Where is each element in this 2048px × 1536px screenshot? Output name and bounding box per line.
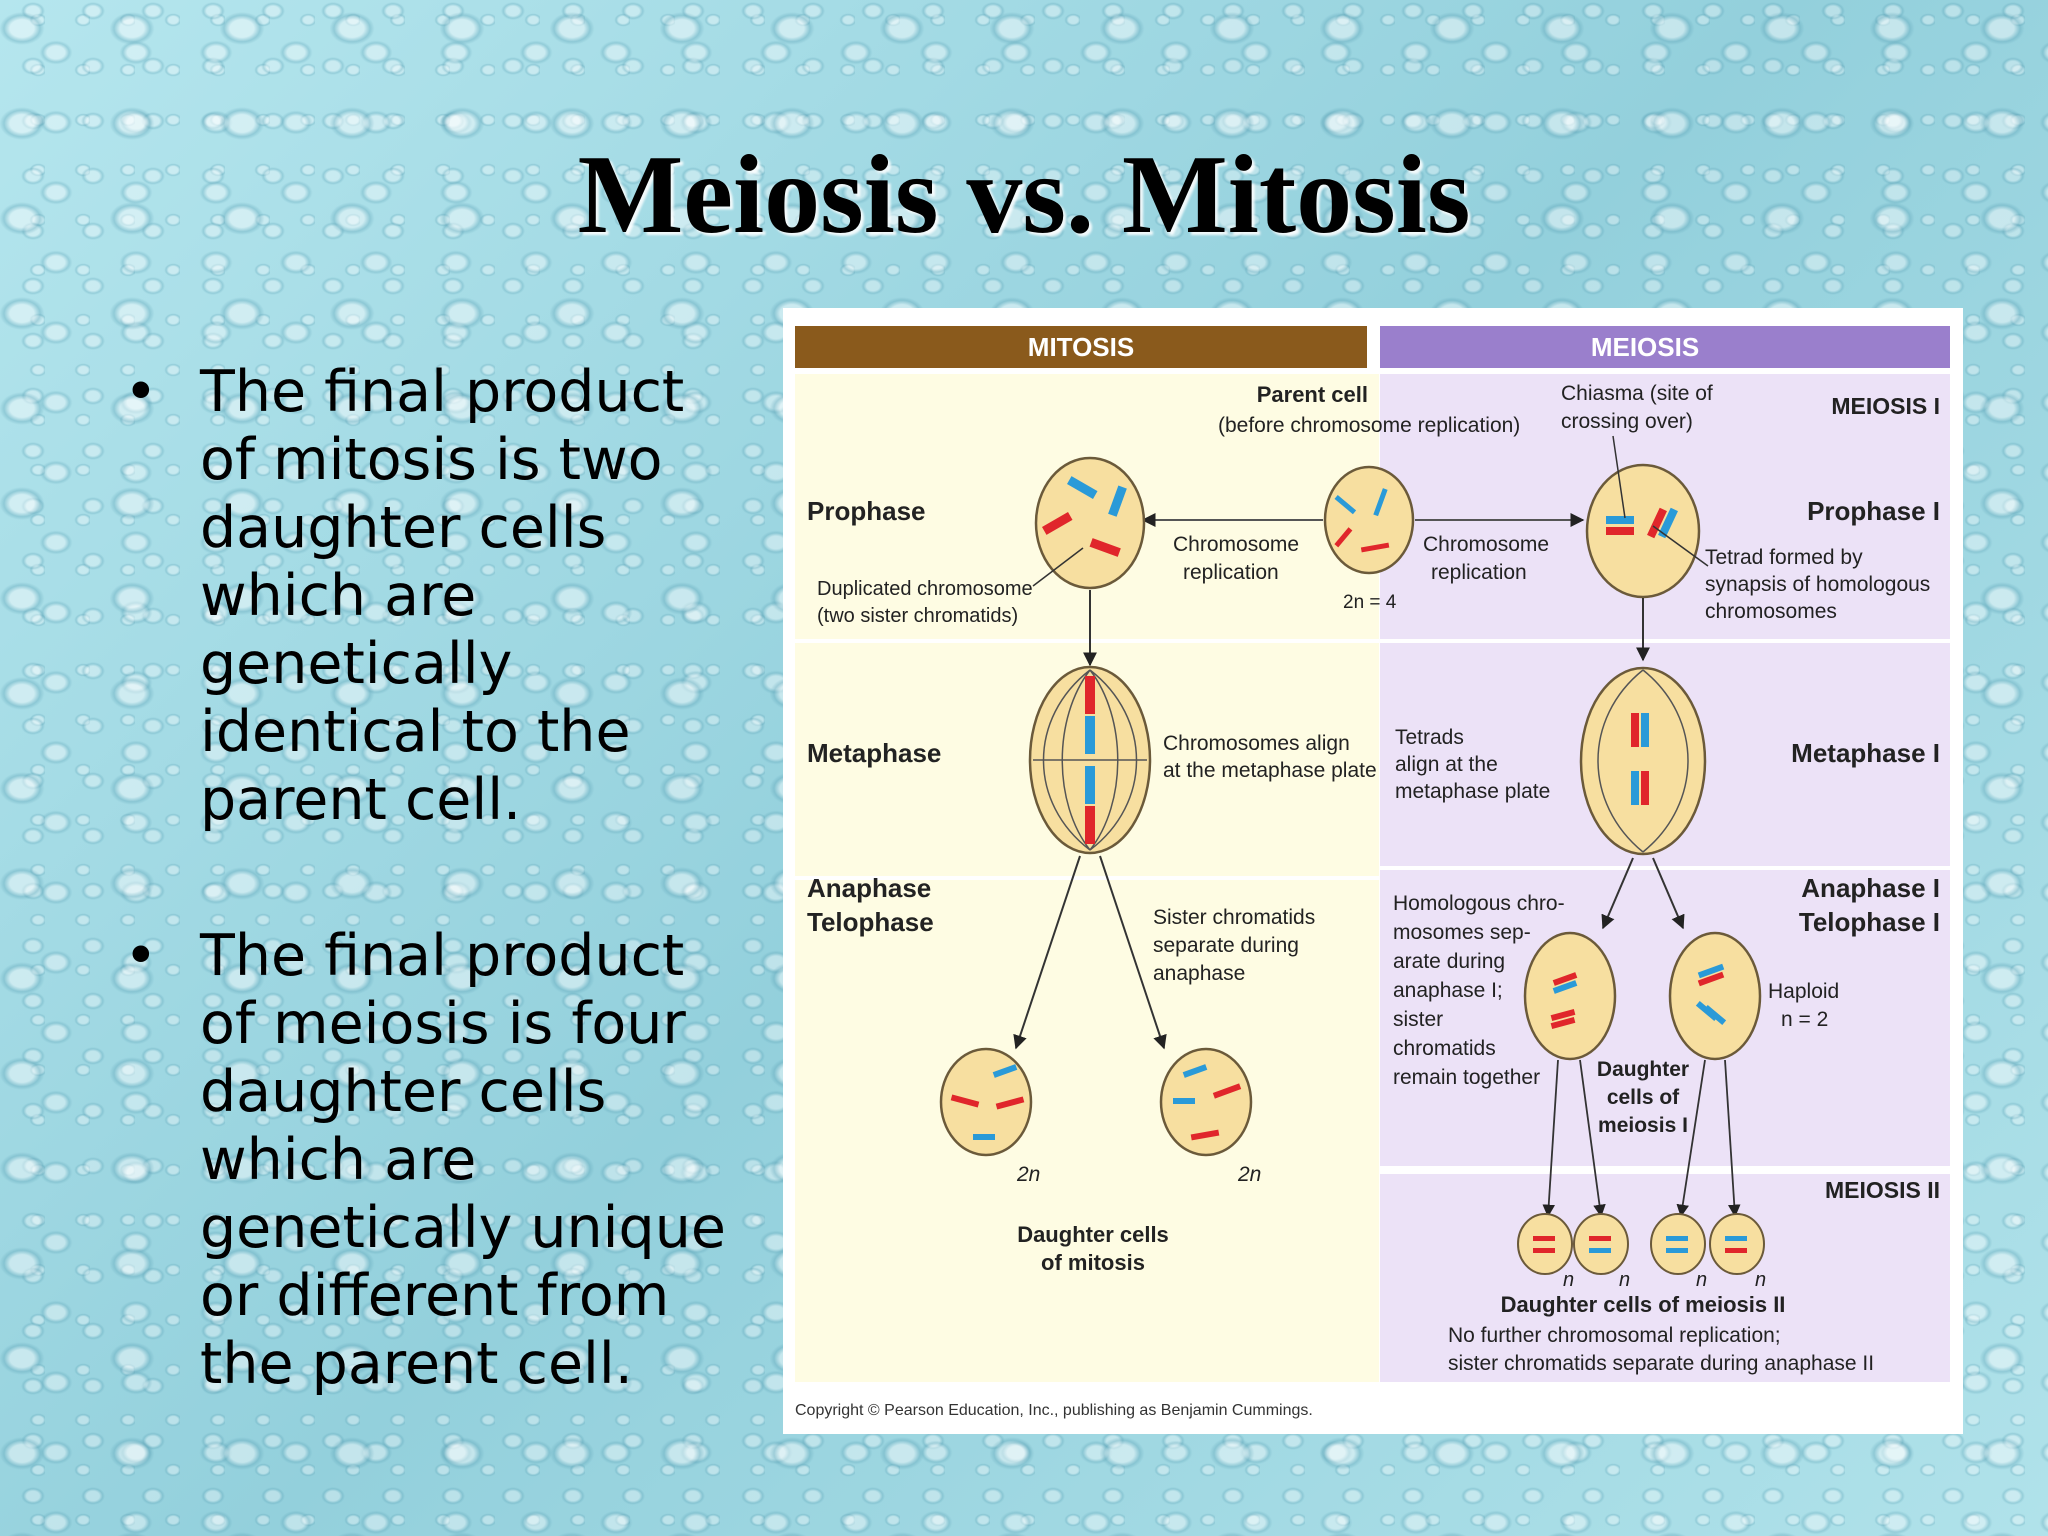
bullet-meiosis: • The final product of meiosis is four d… <box>120 922 760 1398</box>
bullet-line: the parent cell. <box>200 1331 633 1397</box>
telophase-i-label: Telophase I <box>1799 907 1940 937</box>
no-further-label-1: No further chromosomal replication; <box>1448 1324 1781 1347</box>
tetrad-formed-label-2: synapsis of homologous <box>1705 573 1930 596</box>
parent-cell <box>1323 465 1415 575</box>
tetrad-formed-label-3: chromosomes <box>1705 600 1837 623</box>
meiosis-header-bar <box>1380 326 1950 368</box>
mitosis-daughter-cell <box>1159 1047 1253 1157</box>
meiosis-ii-panel <box>1380 1170 1950 1382</box>
haploid-label-2: n = 2 <box>1781 1008 1828 1031</box>
figure-svg: MITOSIS MEIOSIS Parent cell (before chro… <box>795 326 1950 1419</box>
bullet-marker: • <box>124 923 158 989</box>
anaphase-label: Anaphase <box>807 873 931 903</box>
2n-label: 2n <box>1237 1163 1261 1186</box>
homologous-label-7: remain together <box>1393 1066 1540 1089</box>
chromosomes-align-label-1: Chromosomes align <box>1163 732 1350 755</box>
chromosome-replication-label-2: replication <box>1183 561 1279 584</box>
bullet-mitosis: • The final product of mitosis is two da… <box>120 358 760 834</box>
daughter-meiosis-i-label-3: meiosis I <box>1598 1114 1688 1137</box>
tetrad-formed-label-1: Tetrad formed by <box>1705 546 1863 569</box>
chromosome-replication-label-4: replication <box>1431 561 1527 584</box>
2n-label: 2n <box>1016 1163 1040 1186</box>
bullet-line: which are <box>200 563 477 629</box>
daughter-cells-mitosis-label-1: Daughter cells <box>1017 1222 1169 1247</box>
meiosis-i-daughter-cell <box>1523 931 1617 1061</box>
telophase-label: Telophase <box>807 907 934 937</box>
bullet-line: of mitosis is two <box>200 427 663 493</box>
mitosis-meiosis-figure: MITOSIS MEIOSIS Parent cell (before chro… <box>783 308 1963 1434</box>
chromosome-replication-label-1: Chromosome <box>1173 533 1299 556</box>
daughter-meiosis-ii-label: Daughter cells of meiosis II <box>1501 1292 1786 1317</box>
n-label: n <box>1696 1269 1707 1291</box>
mitosis-metaphase-cell <box>1028 665 1152 855</box>
homologous-label-2: mosomes sep- <box>1393 921 1531 944</box>
meiosis-i-daughter-cell <box>1668 931 1762 1061</box>
anaphase-i-label: Anaphase I <box>1801 873 1940 903</box>
bullet-line: daughter cells <box>200 495 607 561</box>
copyright-label: Copyright © Pearson Education, Inc., pub… <box>795 1402 1313 1419</box>
mitosis-prophase-cell <box>1034 456 1146 590</box>
duplicated-chromosome-label-2: (two sister chromatids) <box>817 605 1018 627</box>
homologous-label-6: chromatids <box>1393 1037 1496 1060</box>
mitosis-header-bar <box>795 326 1367 368</box>
tetrads-align-label-3: metaphase plate <box>1395 780 1550 803</box>
bullet-line: of meiosis is four <box>200 991 686 1057</box>
meiosis-header: MEIOSIS <box>1591 332 1699 362</box>
homologous-label-3: arate during <box>1393 950 1505 973</box>
daughter-cells-mitosis-label-2: of mitosis <box>1041 1250 1145 1275</box>
meiosis-ii-daughter-cell <box>1573 1213 1629 1275</box>
mitosis-header: MITOSIS <box>1028 332 1134 362</box>
homologous-label-5: sister <box>1393 1008 1443 1031</box>
meiosis-prophase-i-cell <box>1585 463 1701 599</box>
meiosis-metaphase-i-cell <box>1579 666 1707 856</box>
homologous-label-4: anaphase I; <box>1393 979 1503 1002</box>
chiasma-label-1: Chiasma (site of <box>1561 382 1713 405</box>
bullet-line: daughter cells <box>200 1059 607 1125</box>
metaphase-label: Metaphase <box>807 738 941 768</box>
parent-cell-note: (before chromosome replication) <box>1218 414 1520 437</box>
n-label: n <box>1563 1269 1574 1291</box>
bullet-line: The final product <box>200 923 685 989</box>
meiosis-i-panel <box>1380 374 1950 944</box>
chiasma-label-2: crossing over) <box>1561 410 1693 433</box>
homologous-label-1: Homologous chro- <box>1393 892 1565 915</box>
prophase-label: Prophase <box>807 496 926 526</box>
bullet-line: parent cell. <box>200 767 522 833</box>
bullet-line: or different from <box>200 1263 670 1329</box>
meiosis-i-label: MEIOSIS I <box>1831 393 1940 419</box>
meiosis-ii-label: MEIOSIS II <box>1825 1177 1940 1203</box>
daughter-meiosis-i-label-2: cells of <box>1607 1086 1680 1109</box>
bullet-line: which are <box>200 1127 477 1193</box>
slide-title: Meiosis vs. Mitosis <box>577 133 1471 257</box>
no-further-label-2: sister chromatids separate during anapha… <box>1448 1352 1874 1375</box>
bullet-line: genetically unique <box>200 1195 726 1261</box>
2n-4-label: 2n = 4 <box>1343 592 1397 613</box>
duplicated-chromosome-label-1: Duplicated chromosome <box>817 578 1033 600</box>
bullet-line: The final product <box>200 359 685 425</box>
meiosis-i-lower-panel <box>1380 944 1950 1170</box>
bullet-line: identical to the <box>200 699 631 765</box>
meiosis-ii-daughter-cell <box>1517 1213 1573 1275</box>
haploid-label-1: Haploid <box>1768 980 1839 1003</box>
bullet-line: genetically <box>200 631 513 697</box>
sister-separate-label-3: anaphase <box>1153 962 1245 985</box>
parent-cell-label: Parent cell <box>1257 382 1368 407</box>
chromosome-replication-label-3: Chromosome <box>1423 533 1549 556</box>
prophase-i-label: Prophase I <box>1807 496 1940 526</box>
meiosis-ii-daughter-cell <box>1709 1213 1765 1275</box>
tetrads-align-label-1: Tetrads <box>1395 726 1464 749</box>
n-label: n <box>1755 1269 1766 1291</box>
daughter-meiosis-i-label-1: Daughter <box>1597 1058 1689 1081</box>
sister-separate-label-1: Sister chromatids <box>1153 906 1315 929</box>
sister-separate-label-2: separate during <box>1153 934 1299 957</box>
n-label: n <box>1619 1269 1630 1291</box>
meiosis-ii-daughter-cell <box>1650 1213 1706 1275</box>
bullet-list: • The final product of mitosis is two da… <box>120 358 760 1398</box>
mitosis-daughter-cell <box>939 1047 1033 1157</box>
chromosomes-align-label-2: at the metaphase plate <box>1163 759 1377 782</box>
metaphase-i-label: Metaphase I <box>1791 738 1940 768</box>
tetrads-align-label-2: align at the <box>1395 753 1498 776</box>
bullet-marker: • <box>124 359 158 425</box>
